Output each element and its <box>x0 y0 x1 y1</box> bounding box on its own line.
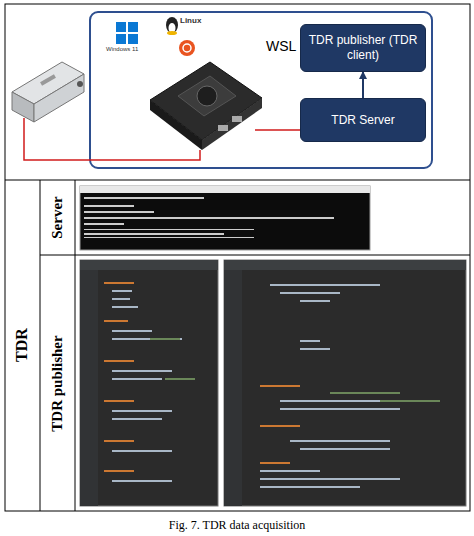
windows-logo <box>116 22 138 44</box>
host-panel <box>90 12 432 168</box>
logo-label: Windows 11 <box>106 46 138 52</box>
box-text: TDR publisher (TDR client) <box>307 33 419 63</box>
logo-label: WSL <box>266 38 296 54</box>
table-rule <box>40 255 470 256</box>
figure-caption: Fig. 7. TDR data acquisition <box>169 518 305 533</box>
logo-label: Linux <box>180 16 201 25</box>
table-header: TDR <box>13 328 31 362</box>
table-rule <box>75 180 76 511</box>
process-box: TDR Server <box>300 98 426 142</box>
linux-logo <box>166 17 178 35</box>
table-frame <box>5 4 470 511</box>
ide-screenshot <box>80 260 218 506</box>
table-rule <box>40 180 41 511</box>
table-header: TDR publisher <box>49 335 66 431</box>
connector <box>362 72 364 98</box>
ubuntu-logo <box>179 40 195 56</box>
single-board-computer <box>150 62 262 150</box>
cable <box>255 129 300 131</box>
tdr-device <box>12 62 84 122</box>
table-header: Server <box>48 196 65 238</box>
box-text: TDR Server <box>331 113 394 128</box>
terminal-screenshot <box>80 186 370 250</box>
ide-screenshot <box>224 260 466 506</box>
process-box: TDR publisher (TDR client) <box>300 24 426 72</box>
